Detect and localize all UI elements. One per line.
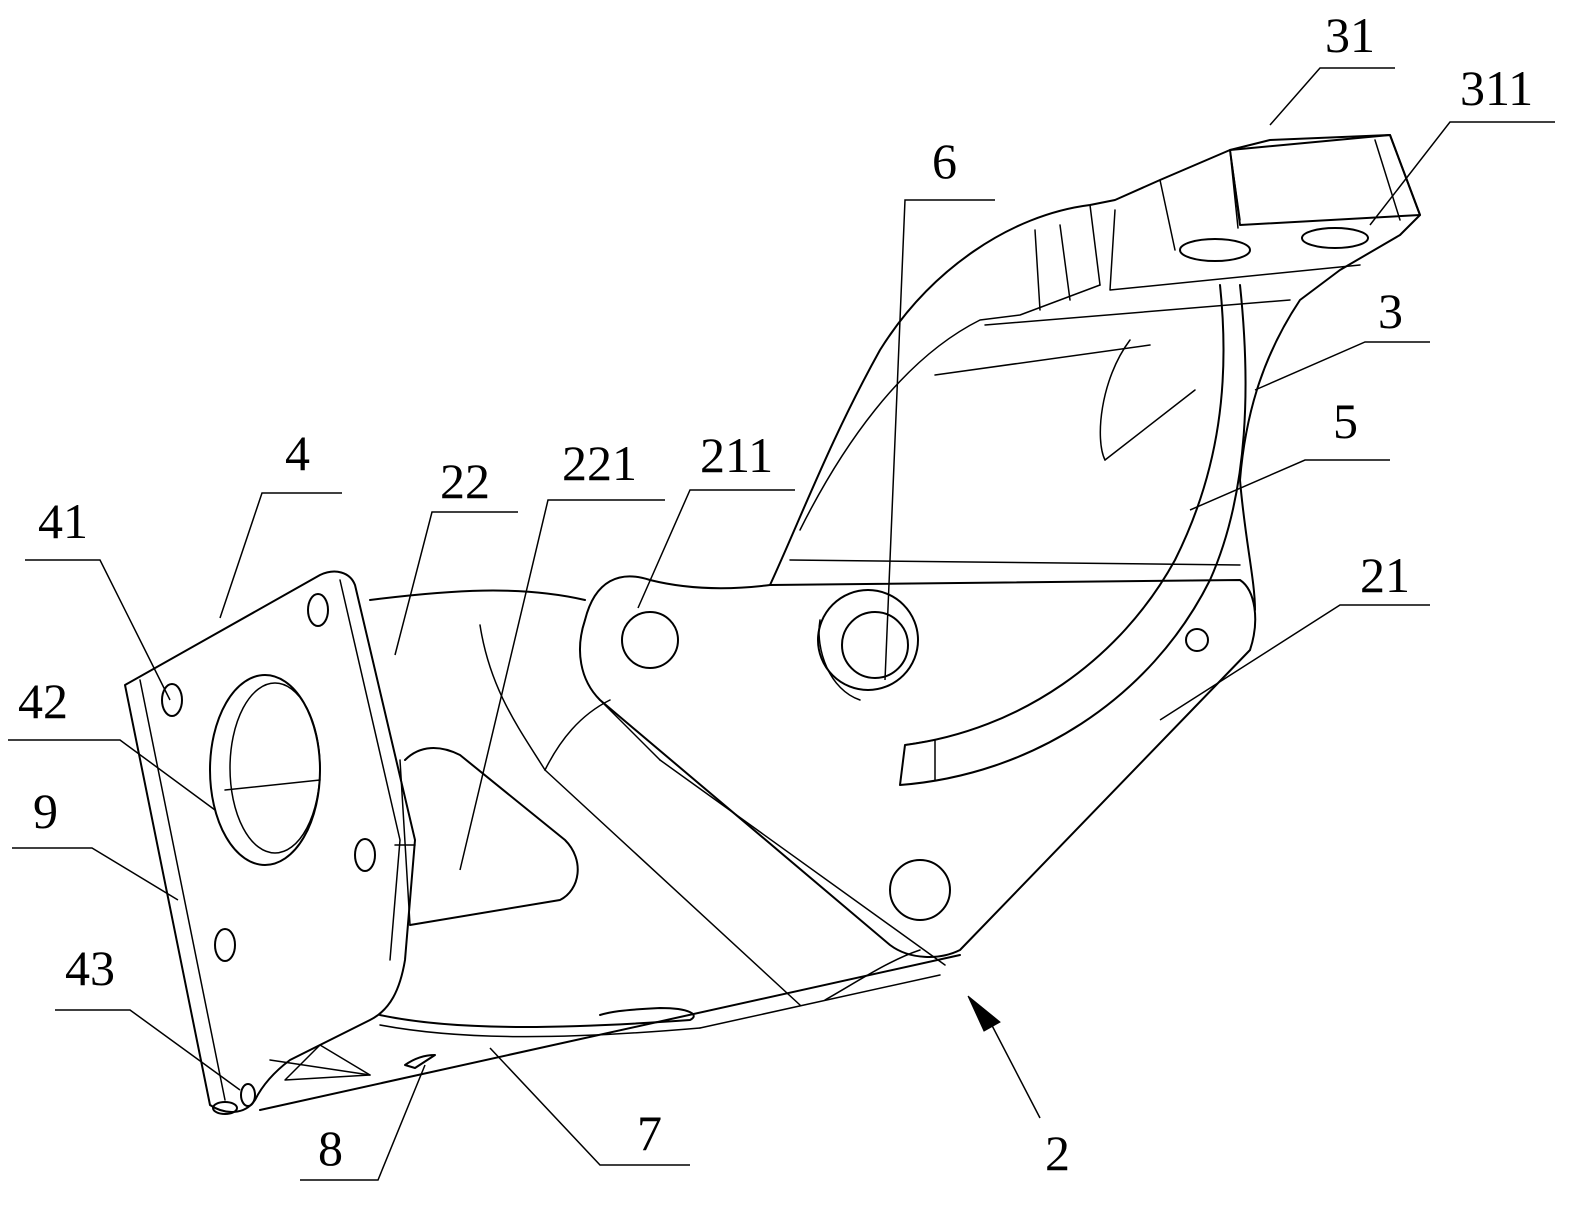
bolt-hole-211 bbox=[621, 611, 679, 669]
label-8: 8 bbox=[318, 1120, 343, 1176]
label-5: 5 bbox=[1333, 393, 1358, 449]
label-211: 211 bbox=[700, 427, 773, 483]
mounting-plate-31 bbox=[1229, 134, 1421, 229]
bottom-rib-7 bbox=[259, 949, 961, 1111]
flange-hole-41-d bbox=[214, 928, 236, 962]
leader-lines bbox=[8, 67, 1555, 1181]
label-22: 22 bbox=[440, 453, 490, 509]
curved-rib-5 bbox=[899, 284, 1247, 786]
flange-hole-41-b bbox=[307, 593, 329, 627]
label-31: 31 bbox=[1325, 7, 1375, 63]
label-4: 4 bbox=[285, 425, 310, 481]
flange-hole-41-c bbox=[354, 838, 376, 872]
label-21: 21 bbox=[1360, 547, 1410, 603]
label-41: 41 bbox=[38, 493, 88, 549]
slot-8 bbox=[269, 1044, 436, 1081]
main-body-21 bbox=[579, 559, 1257, 958]
arrow-2 bbox=[967, 995, 1041, 1119]
label-42: 42 bbox=[18, 673, 68, 729]
label-6: 6 bbox=[932, 133, 957, 189]
label-311: 311 bbox=[1460, 60, 1533, 116]
upper-arm bbox=[769, 134, 1421, 611]
recess-221 bbox=[399, 747, 579, 926]
label-7: 7 bbox=[637, 1105, 662, 1161]
label-221: 221 bbox=[562, 435, 637, 491]
drain-hole-43 bbox=[212, 1083, 256, 1115]
flange-bore-42 bbox=[209, 674, 321, 866]
label-2: 2 bbox=[1045, 1125, 1070, 1181]
label-9: 9 bbox=[33, 783, 58, 839]
bolt-hole-311-a bbox=[1179, 238, 1251, 262]
bushing-6 bbox=[817, 589, 919, 701]
small-hole-21 bbox=[1185, 628, 1209, 652]
bolt-hole-311-b bbox=[1301, 227, 1369, 249]
label-3: 3 bbox=[1378, 283, 1403, 339]
flange-plate-4 bbox=[124, 570, 416, 1113]
flange-hole-41-a bbox=[161, 683, 183, 717]
label-43: 43 bbox=[65, 940, 115, 996]
neck-section-22 bbox=[369, 589, 946, 1006]
bolt-hole-lower bbox=[889, 859, 951, 921]
